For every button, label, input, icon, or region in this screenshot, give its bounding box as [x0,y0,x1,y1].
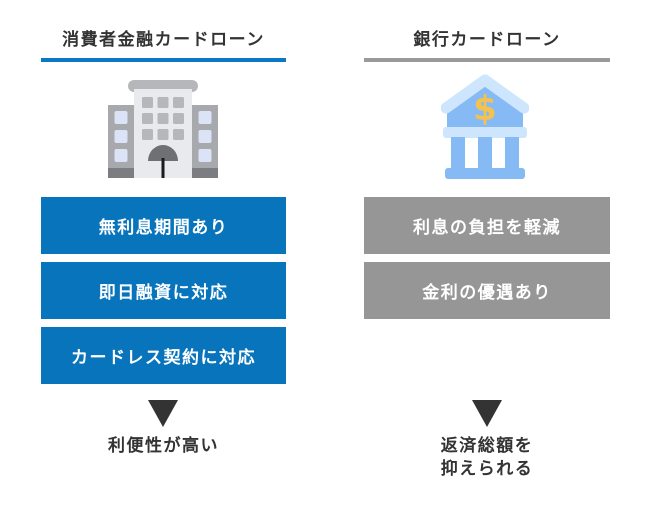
down-arrow-icon [148,400,178,427]
office-building-icon [108,80,218,183]
left-conclusion: 利便性が高い [108,436,219,455]
right-conclusion-line2: 抑えられる [440,459,534,478]
svg-text:$: $ [473,89,497,129]
right-conclusion: 返済総額を 抑えられる [364,434,610,480]
right-column-title: 銀行カードローン [413,30,561,49]
feature-box: 無利息期間あり [41,197,286,254]
right-title-underline [364,58,610,62]
feature-box: 即日融資に対応 [41,262,286,319]
feature-box: カードレス契約に対応 [41,327,286,384]
right-conclusion-line1: 返済総額を [440,436,534,455]
left-column-title: 消費者金融カードローン [62,30,265,49]
bank-icon: $ [440,74,530,184]
down-arrow-icon [472,400,502,427]
feature-box: 利息の負担を軽減 [364,197,610,254]
left-title-underline [41,58,286,62]
feature-box: 金利の優遇あり [364,262,610,319]
